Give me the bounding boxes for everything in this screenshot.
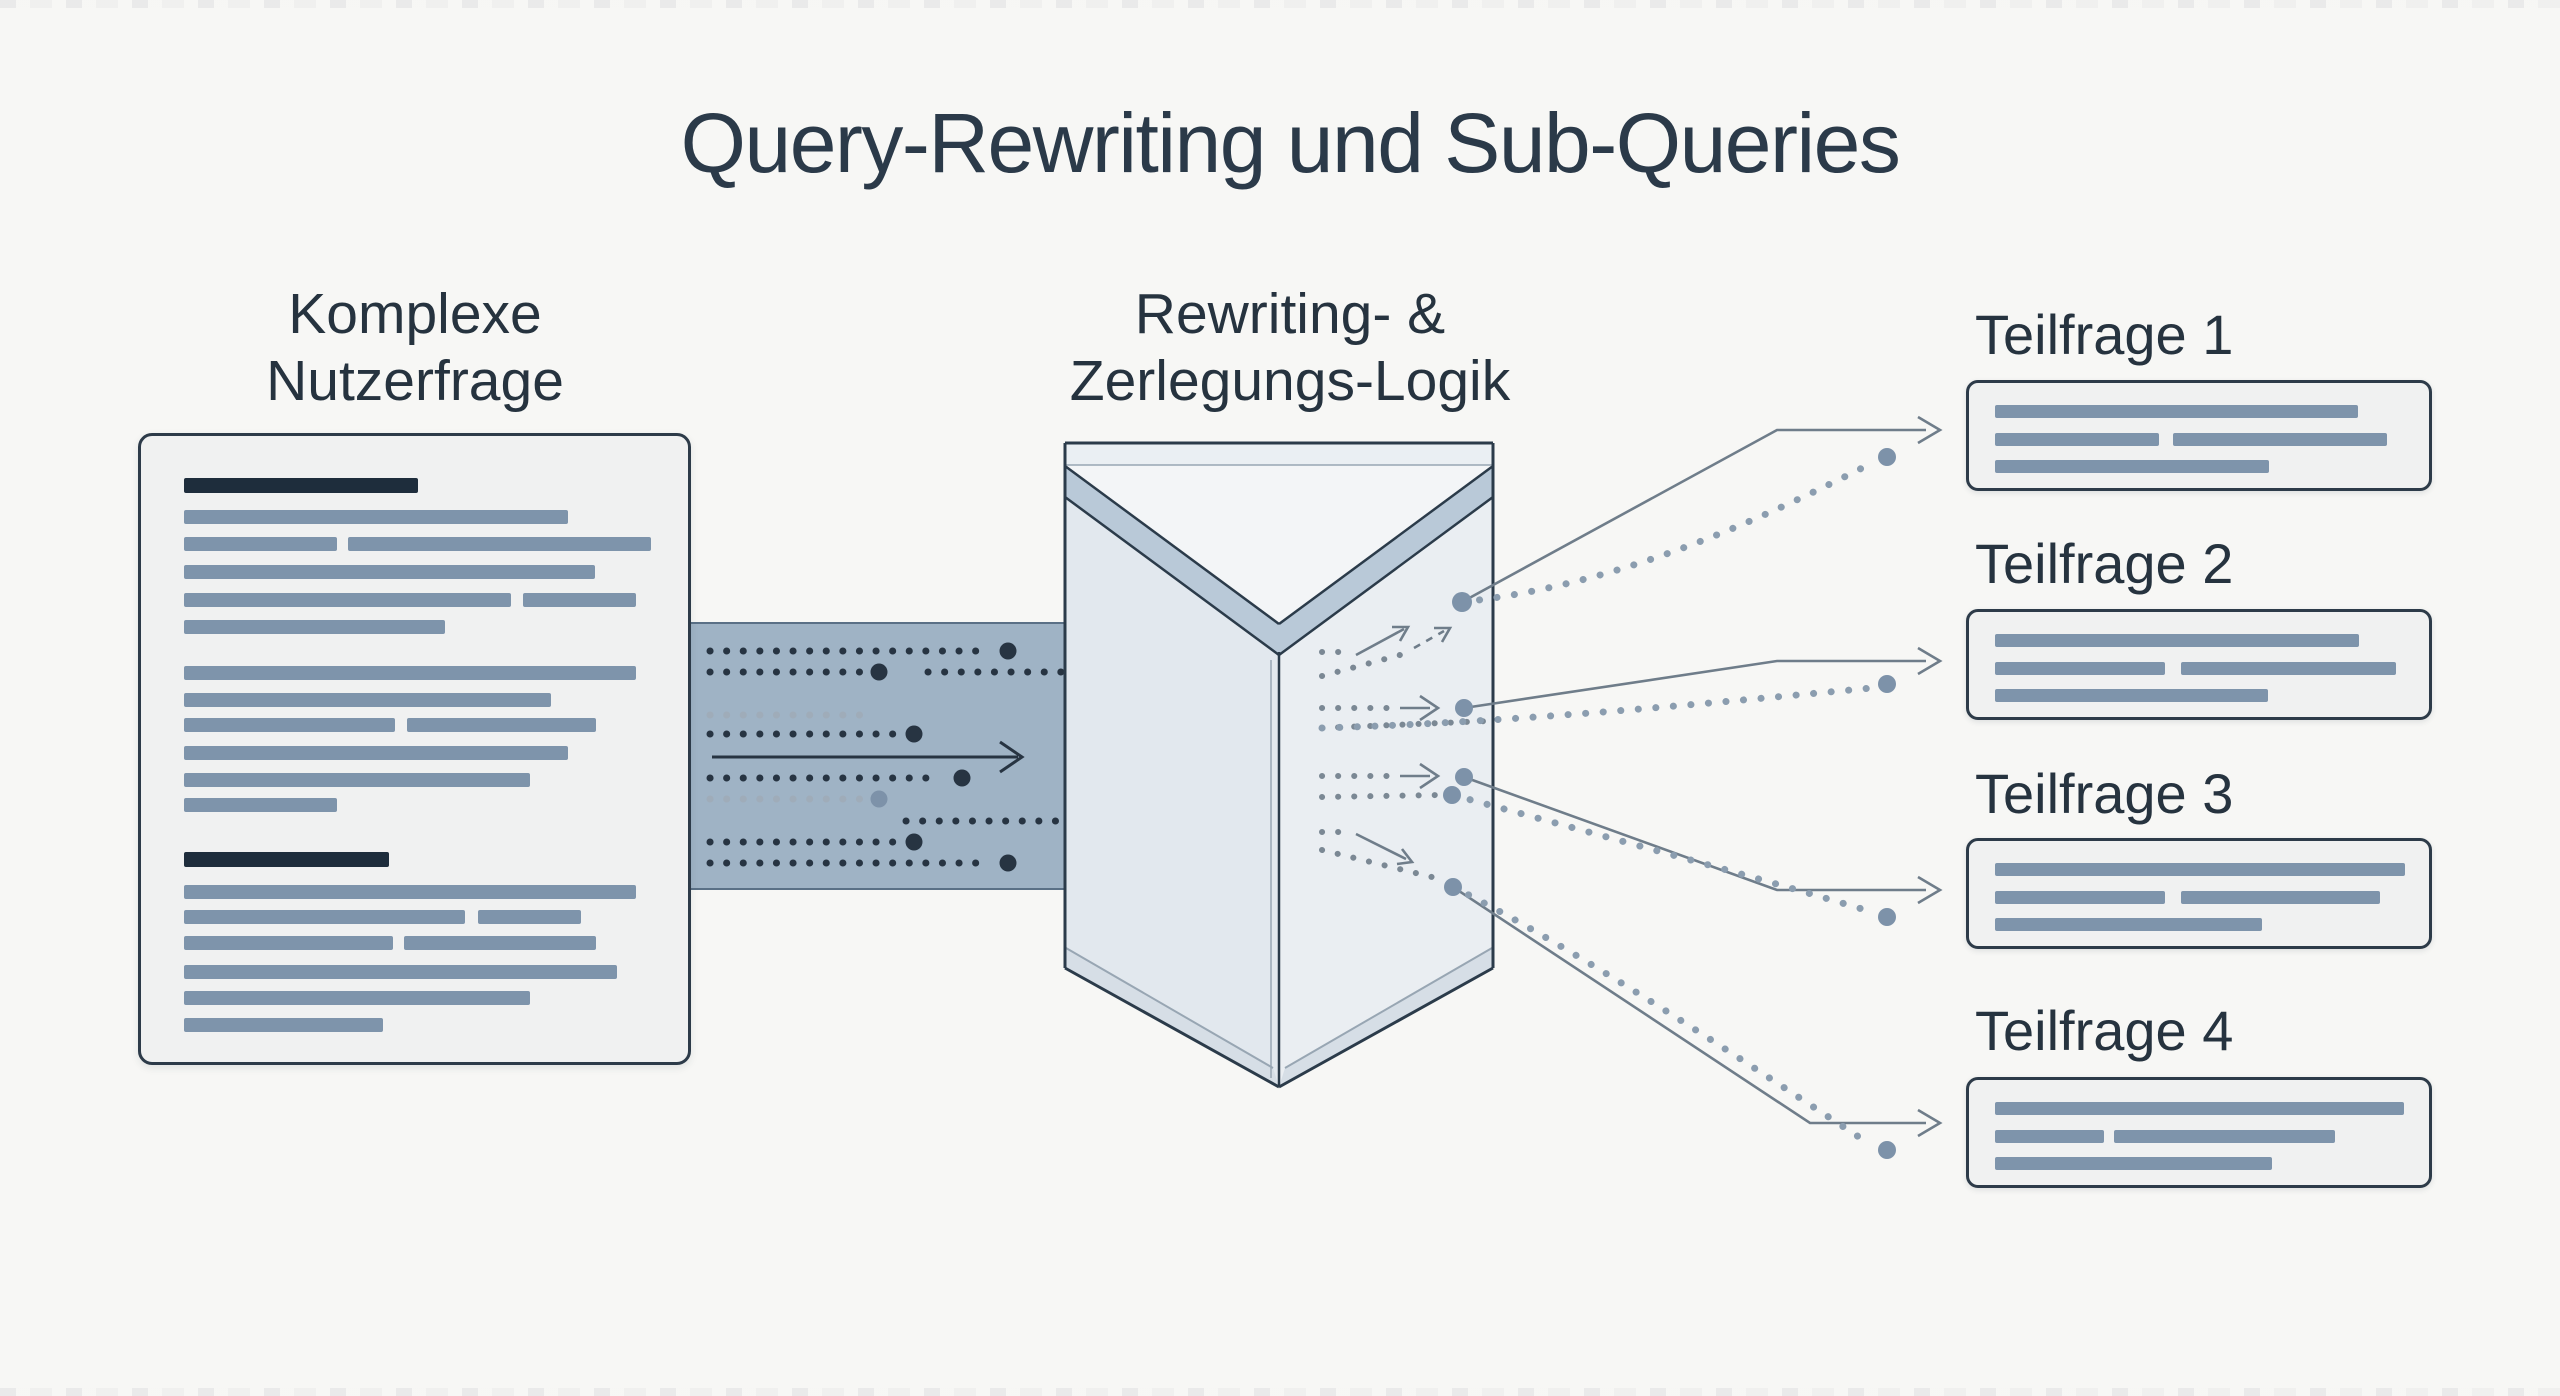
skeleton-text-bar	[184, 593, 511, 607]
input-document	[138, 433, 691, 1065]
output-box-2	[1966, 609, 2432, 720]
skeleton-text-bar	[184, 965, 617, 979]
node-1	[1452, 592, 1472, 612]
skeleton-text-bar	[184, 537, 337, 551]
output-box-1	[1966, 380, 2432, 491]
node-2	[1455, 699, 1473, 717]
skeleton-text-bar	[184, 910, 465, 924]
output-label-4: Teilfrage 4	[1975, 999, 2234, 1062]
skeleton-text-bar	[184, 798, 337, 812]
skeleton-text-bar	[1995, 891, 2165, 904]
trail-end-dot-1	[1878, 448, 1896, 466]
trail-end-dot-2	[1878, 675, 1896, 693]
skeleton-text-bar	[2181, 891, 2380, 904]
skeleton-text-bar	[184, 565, 595, 579]
skeleton-heading-bar	[184, 478, 418, 493]
output-label-3: Teilfrage 3	[1975, 762, 2234, 825]
input-label-line2: Nutzerfrage	[266, 348, 564, 413]
output-label-2: Teilfrage 2	[1975, 532, 2234, 595]
skeleton-text-bar	[184, 718, 395, 732]
skeleton-text-bar	[1995, 433, 2159, 446]
skeleton-text-bar	[1995, 918, 2262, 931]
prism-output-nodes	[1443, 592, 1473, 896]
processor-label-line1: Rewriting- &	[1134, 282, 1446, 346]
skeleton-text-bar	[1995, 1102, 2404, 1115]
output-label-1: Teilfrage 1	[1975, 303, 2234, 366]
skeleton-text-bar	[404, 936, 596, 950]
prism-decomposition-flows	[1319, 625, 1491, 882]
page-title: Query-Rewriting und Sub-Queries	[680, 96, 1901, 190]
skeleton-text-bar	[184, 693, 551, 707]
skeleton-text-bar	[2114, 1130, 2335, 1143]
skeleton-text-bar	[184, 773, 530, 787]
processor-label-line2: Zerlegungs-Logik	[1069, 348, 1511, 413]
skeleton-text-bar	[184, 510, 568, 524]
bottom-edge-artifact	[0, 1388, 2560, 1396]
skeleton-text-bar	[184, 991, 530, 1005]
output-box-4	[1966, 1077, 2432, 1188]
subquery-dotted-trails	[1318, 448, 1896, 1159]
node-3a	[1455, 768, 1473, 786]
skeleton-text-bar	[1995, 634, 2359, 647]
skeleton-text-bar	[1995, 1157, 2272, 1170]
skeleton-heading-bar	[184, 852, 389, 867]
skeleton-text-bar	[184, 620, 445, 634]
top-edge-artifact	[0, 0, 2560, 8]
output-box-3	[1966, 838, 2432, 949]
skeleton-text-bar	[348, 537, 651, 551]
skeleton-text-bar	[1995, 460, 2269, 473]
node-3b	[1443, 786, 1461, 804]
trail-end-dot-4	[1878, 1141, 1896, 1159]
skeleton-text-bar	[184, 1018, 383, 1032]
prism	[1063, 441, 1495, 1089]
skeleton-text-bar	[2181, 662, 2396, 675]
skeleton-text-bar	[407, 718, 596, 732]
input-label: Komplexe Nutzerfrage	[138, 281, 692, 414]
skeleton-text-bar	[2173, 433, 2387, 446]
skeleton-text-bar	[184, 746, 568, 760]
node-4	[1444, 878, 1462, 896]
skeleton-text-bar	[1995, 689, 2268, 702]
skeleton-text-bar	[1995, 662, 2165, 675]
input-label-line1: Komplexe	[288, 282, 542, 346]
skeleton-text-bar	[1995, 1130, 2104, 1143]
skeleton-text-bar	[1995, 405, 2358, 418]
trail-end-dot-3	[1878, 908, 1896, 926]
skeleton-text-bar	[184, 936, 393, 950]
skeleton-text-bar	[478, 910, 581, 924]
processor-label: Rewriting- & Zerlegungs-Logik	[1000, 281, 1580, 414]
skeleton-text-bar	[184, 666, 636, 680]
subquery-connectors	[1452, 415, 1943, 1138]
skeleton-text-bar	[523, 593, 636, 607]
skeleton-text-bar	[1995, 863, 2405, 876]
skeleton-text-bar	[184, 885, 636, 899]
